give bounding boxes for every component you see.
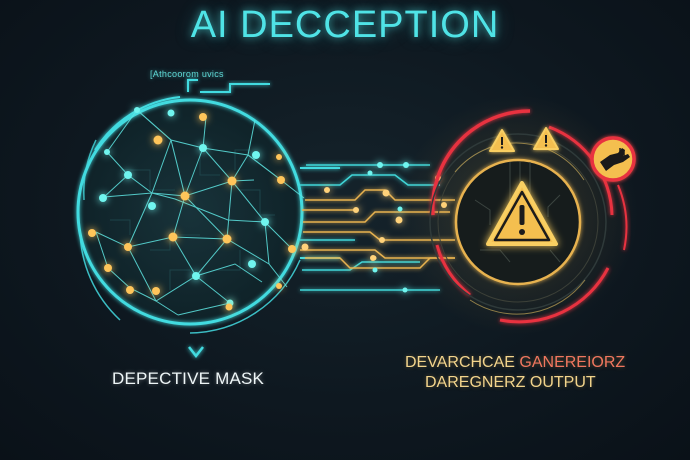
warning-triangle-icon [489,129,515,152]
warning-dial [398,95,638,335]
hand-pointer-badge-icon [590,136,636,182]
neural-network-sphere-icon [76,79,340,359]
page-title: AI DECCEPTION [190,4,500,46]
sphere-sublabel: [Athcoorom uvics [150,69,224,79]
output-caption: DEVARCHCAE GANEREIORZ DAREGNERZ OUTPUT [405,353,625,393]
caption-line2: DAREGNERZ OUTPUT [425,374,596,391]
deceptive-mask-caption: DEPECTIVE MASK [112,369,265,388]
warning-triangle-icon [486,181,558,246]
caption-line1-part2: GANEREIORZ [519,354,626,371]
caption-line1-part1: DEVARCHCAE [405,354,520,371]
warning-triangle-icon [533,127,559,150]
